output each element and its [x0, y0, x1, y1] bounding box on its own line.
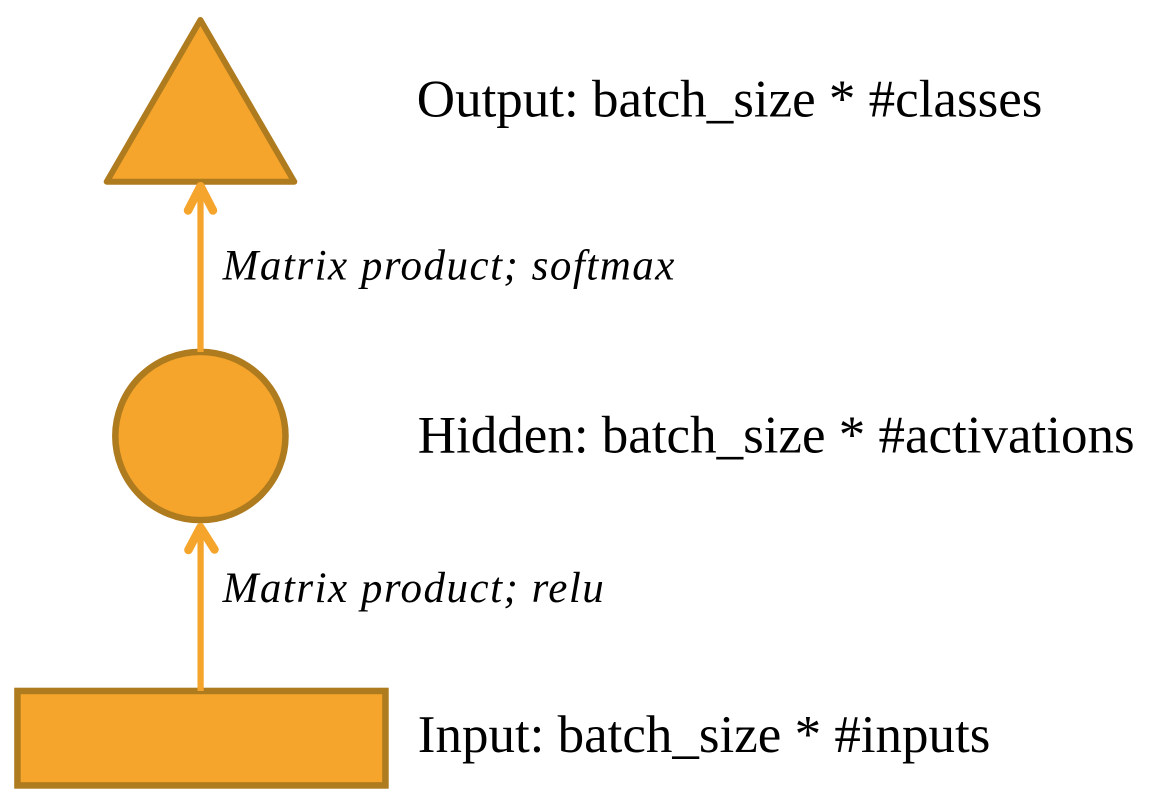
svg-text:Input: batch_size * #inputs: Input: batch_size * #inputs	[418, 706, 991, 764]
svg-text:Output: batch_size * #classes: Output: batch_size * #classes	[417, 71, 1043, 129]
svg-text:Matrix product; relu: Matrix product; relu	[222, 565, 606, 612]
svg-text:Matrix product; softmax: Matrix product; softmax	[222, 243, 676, 290]
svg-text:Hidden: batch_size * #activati: Hidden: batch_size * #activations	[418, 406, 1135, 464]
